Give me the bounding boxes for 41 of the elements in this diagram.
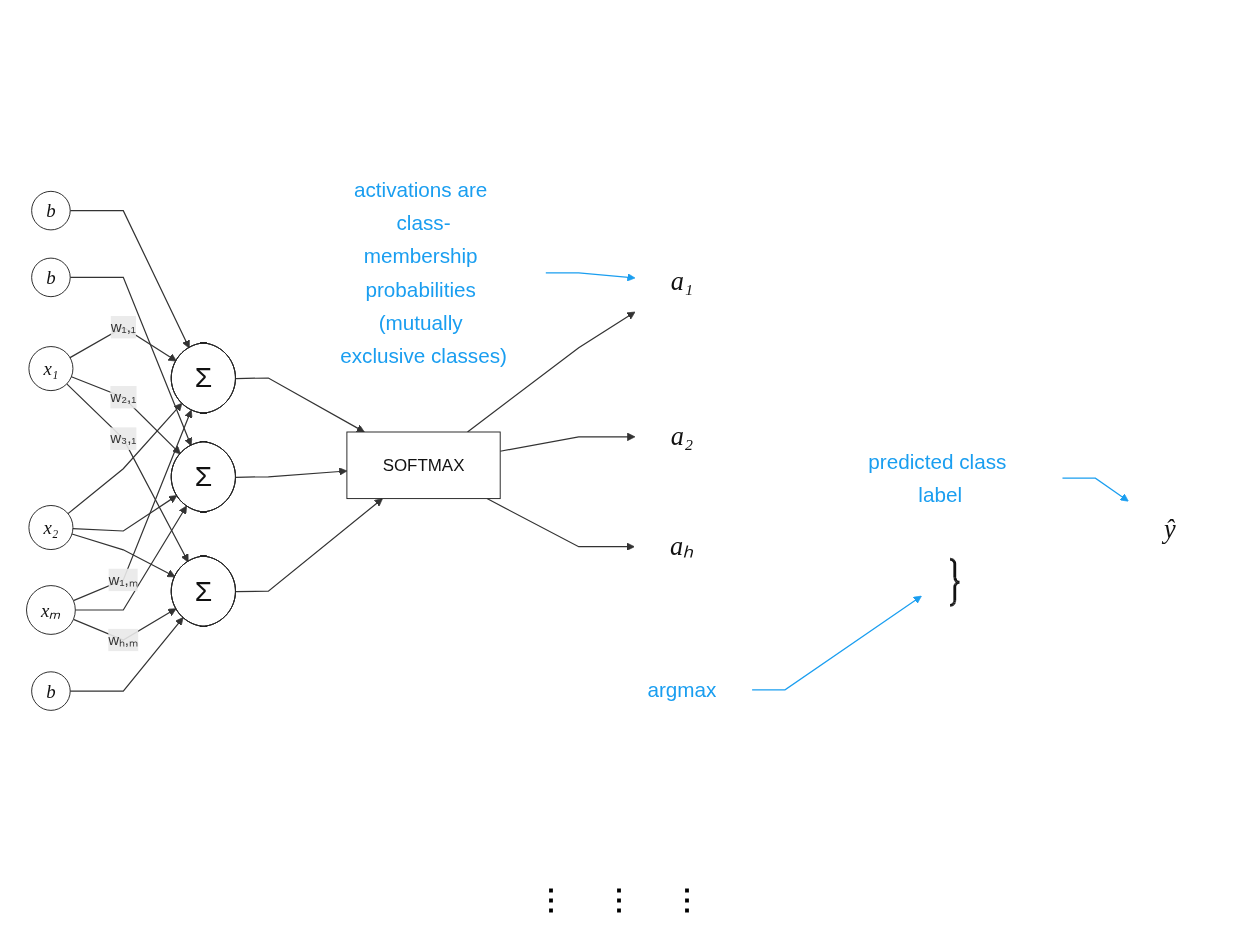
arrow bbox=[234, 376, 365, 432]
arrow bbox=[65, 382, 189, 562]
vertical-ellipsis: ⋮ bbox=[604, 883, 633, 916]
vertical-ellipsis: ⋮ bbox=[672, 883, 701, 916]
edge-label: w₂,₁ bbox=[109, 388, 136, 405]
arrow bbox=[71, 494, 177, 532]
arrow bbox=[234, 497, 383, 592]
arrow bbox=[485, 497, 635, 551]
node-circle: b bbox=[30, 190, 71, 230]
arrow bbox=[234, 466, 347, 478]
arrow bbox=[69, 616, 183, 692]
node-circle: x₂ bbox=[27, 504, 73, 550]
arrow bbox=[70, 375, 181, 454]
node-text: predicted class label bbox=[867, 449, 1006, 506]
arrow bbox=[74, 505, 187, 611]
arrow bbox=[66, 402, 182, 514]
node-text: a₂ bbox=[670, 420, 693, 451]
arrow bbox=[499, 432, 635, 452]
node-circle: b bbox=[30, 257, 71, 297]
arrow bbox=[70, 532, 175, 577]
node-box: SOFTMAX bbox=[345, 431, 501, 499]
node-text: ŷ bbox=[1163, 514, 1176, 544]
arrow bbox=[751, 595, 922, 690]
node-circle: b bbox=[30, 670, 71, 711]
arrow bbox=[72, 409, 192, 601]
node-circle: x₁ bbox=[27, 345, 73, 391]
edge-label: w₃,₁ bbox=[109, 429, 136, 446]
node-text: a₁ bbox=[670, 266, 693, 296]
node-text: activations are class-membership probabilities (mutually exclusive classes) bbox=[339, 177, 507, 367]
arrow bbox=[544, 271, 635, 281]
node-bracket bbox=[948, 557, 961, 607]
node-text: aₕ bbox=[669, 530, 694, 560]
edge-label: wₕ,ₘ bbox=[107, 631, 138, 648]
arrow bbox=[466, 311, 635, 433]
arrow bbox=[69, 209, 190, 348]
vertical-ellipsis: ⋮ bbox=[536, 883, 565, 916]
edge-label: w₁,ₘ bbox=[108, 570, 138, 587]
arrow bbox=[1061, 477, 1129, 502]
node-circle: xₘ bbox=[25, 584, 76, 635]
node-text: argmax bbox=[646, 677, 716, 702]
edge-label: w₁,₁ bbox=[110, 318, 136, 335]
